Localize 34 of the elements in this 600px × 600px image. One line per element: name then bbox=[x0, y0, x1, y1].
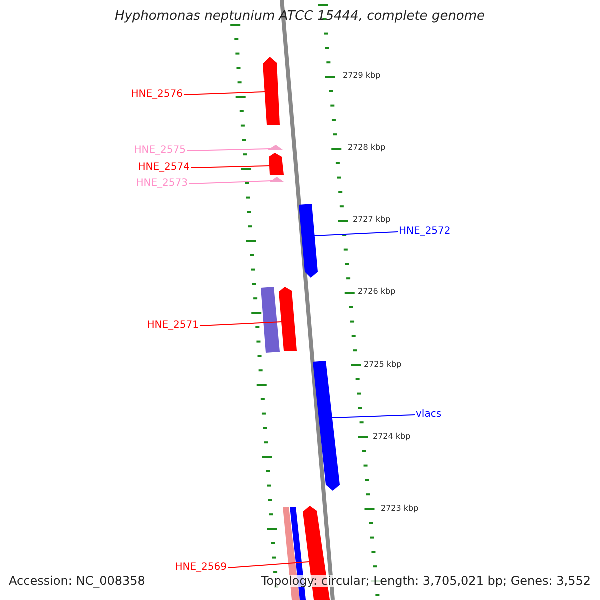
gene-label: HNE_2569 bbox=[175, 563, 227, 573]
leader-line bbox=[186, 148, 270, 152]
footer-text: Accession: NC_008358 bbox=[9, 575, 146, 587]
gene-feature bbox=[279, 287, 297, 351]
gene-feature bbox=[313, 361, 340, 491]
leader-line bbox=[188, 180, 272, 184]
leader-line bbox=[332, 414, 416, 418]
gene-feature bbox=[270, 177, 284, 182]
gene-feature bbox=[299, 204, 318, 278]
scale-label: 2729 kbp bbox=[343, 72, 381, 80]
gene-label: HNE_2572 bbox=[399, 227, 451, 237]
scale-label: 2727 kbp bbox=[353, 216, 391, 224]
leader-line bbox=[314, 232, 398, 236]
scale-label: 2726 kbp bbox=[358, 288, 396, 296]
title: Hyphomonas neptunium ATCC 15444, complete genome bbox=[114, 10, 486, 23]
leader-line bbox=[228, 562, 310, 568]
footer-text: Topology: circular; Length: 3,705,021 bp; Genes: 3,552 bbox=[261, 575, 591, 587]
gene-label: HNE_2576 bbox=[131, 90, 183, 100]
gene-label: HNE_2574 bbox=[138, 163, 190, 173]
scale-label: 2724 kbp bbox=[373, 433, 411, 441]
gene-label: vlacs bbox=[416, 410, 442, 420]
gene-label: HNE_2575 bbox=[134, 146, 186, 156]
scale-label: 2728 kbp bbox=[348, 144, 386, 152]
gene-label: HNE_2571 bbox=[147, 321, 199, 331]
scale-label: 2725 kbp bbox=[364, 361, 402, 369]
gene-feature bbox=[268, 145, 283, 150]
gene-feature bbox=[261, 287, 280, 353]
leader-line bbox=[184, 92, 266, 96]
gene-feature bbox=[263, 57, 280, 125]
gene-label: HNE_2573 bbox=[136, 179, 188, 189]
leader-line bbox=[200, 322, 282, 326]
gene-feature bbox=[269, 153, 284, 175]
leader-line bbox=[190, 166, 270, 168]
scale-label: 2723 kbp bbox=[381, 505, 419, 513]
